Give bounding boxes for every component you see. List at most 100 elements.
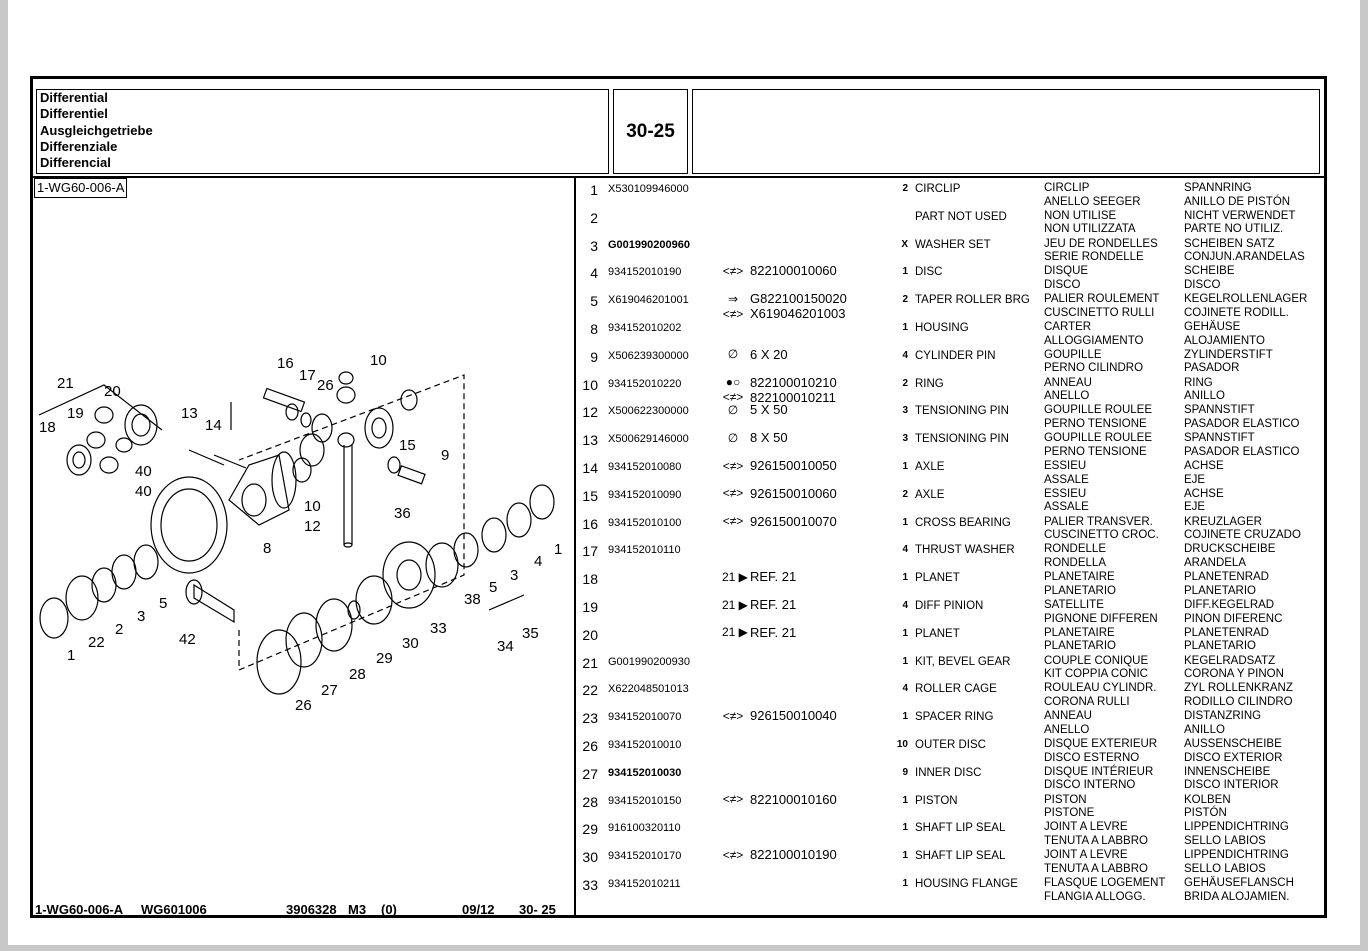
diagram-callout: 28 — [349, 666, 366, 683]
description-en: RING — [915, 377, 944, 390]
supersession-line: <≠>X619046201003 — [722, 306, 847, 321]
part-number: X622048501013 — [608, 683, 689, 696]
description-en: ROLLER CAGE — [915, 683, 997, 696]
supersession-info: <≠>822100010160 — [722, 792, 837, 807]
item-number: 26 — [582, 738, 598, 754]
item-number: 8 — [590, 321, 598, 337]
translation-line: PISTONE — [1044, 807, 1095, 820]
translation-line: FLASQUE LOGEMENT — [1044, 877, 1166, 889]
translation-line: SPANNRING — [1184, 182, 1252, 194]
translation-line: RONDELLA — [1044, 556, 1106, 569]
diagram-callout: 15 — [399, 437, 416, 454]
supersession-info: ∅5 X 50 — [722, 402, 788, 417]
translation-line: ALOJAMIENTO — [1184, 334, 1265, 347]
supersession-line: ∅8 X 50 — [722, 430, 788, 445]
translation-line: SELLO LABIOS — [1184, 834, 1266, 847]
item-number: 15 — [582, 487, 598, 504]
description-en: SPACER RING — [915, 711, 994, 724]
quantity: 1 — [902, 516, 908, 528]
part-number: 934152010030 — [608, 766, 682, 779]
interchange-icon: <≠> — [722, 458, 744, 473]
description-en: OUTER DISC — [915, 739, 986, 751]
quantity: 1 — [902, 627, 908, 639]
diagram-callout: 33 — [430, 620, 447, 637]
translation-line: GOUPILLE — [1044, 348, 1102, 361]
description-fr-it: ROULEAU CYLINDR.CORONA RULLI — [1044, 682, 1156, 709]
translation-line: CIRCLIP — [1044, 182, 1090, 194]
part-number: 916100320110 — [608, 822, 681, 835]
item-number: 9 — [590, 348, 598, 365]
item-number: 2 — [590, 209, 598, 226]
diagram-callout: 9 — [441, 447, 449, 464]
diagram-callout: 36 — [394, 505, 411, 522]
quantity: X — [901, 238, 908, 250]
item-number: 20 — [582, 626, 598, 643]
description-en: DIFF PINION — [915, 600, 984, 612]
translation-line: ANNEAU — [1044, 376, 1092, 389]
title-line-es: Differencial — [40, 155, 111, 171]
item-number: 17 — [582, 543, 598, 560]
exploded-diagram: 21 20 19 18 13 14 40 16 17 26 10 15 9 10… — [38, 352, 562, 714]
column-divider — [574, 176, 576, 916]
translation-line: CUSCINETTO CROC. — [1044, 529, 1159, 542]
translation-line: RING — [1184, 376, 1213, 389]
interchange-icon: <≠> — [722, 486, 744, 501]
item-number: 5 — [590, 293, 598, 310]
description-en: TENSIONING PIN — [915, 433, 1009, 446]
interchange-icon: <≠> — [722, 514, 744, 529]
translation-line: CONJUN.ARANDELAS — [1184, 251, 1305, 264]
quantity: 2 — [902, 377, 908, 389]
quantity: 1 — [902, 572, 908, 584]
diameter-icon: ∅ — [727, 430, 739, 445]
part-number: G001990200930 — [608, 655, 690, 668]
translation-line: ROULEAU CYLINDR. — [1044, 682, 1157, 695]
translation-line: DIFF.KEGELRAD — [1184, 599, 1275, 611]
translation-line: PLANETENRAD — [1184, 571, 1269, 584]
translation-line: ANILLO DE PISTÓN — [1184, 195, 1291, 208]
diagram-callout: 18 — [39, 419, 56, 436]
window-right-border — [1360, 0, 1368, 951]
translation-line: DISCO INTERIOR — [1184, 779, 1279, 792]
footer-m: M3 — [348, 902, 367, 917]
translation-line: ANELLO SEEGER — [1044, 195, 1141, 208]
diagram-callout: 3 — [510, 567, 518, 584]
diagram-callout: 8 — [263, 540, 271, 557]
diagram-callout: 40 — [135, 463, 152, 480]
quantity: 4 — [902, 600, 908, 611]
quantity: 2 — [902, 183, 908, 194]
translation-line: ESSIEU — [1044, 487, 1087, 500]
translation-line: PALIER TRANSVER. — [1044, 515, 1153, 528]
description-en: PLANET — [915, 627, 960, 640]
translation-line: PERNO CILINDRO — [1044, 362, 1144, 375]
quantity: 3 — [902, 405, 908, 417]
supersession-line: <≠>926150010060 — [722, 486, 837, 501]
translation-line: CARTER — [1044, 321, 1092, 333]
supersession-line: ●○822100010210 — [722, 375, 837, 390]
translation-line: DISCO EXTERIOR — [1184, 751, 1283, 764]
diagram-callout: 26 — [295, 697, 312, 714]
diagram-callout: 42 — [179, 631, 196, 648]
diagram-callout: 30 — [402, 635, 419, 652]
supersession-line: ⇒G822100150020 — [722, 291, 847, 306]
translation-line: SELLO LABIOS — [1184, 862, 1266, 875]
description-en: SHAFT LIP SEAL — [915, 822, 1006, 835]
